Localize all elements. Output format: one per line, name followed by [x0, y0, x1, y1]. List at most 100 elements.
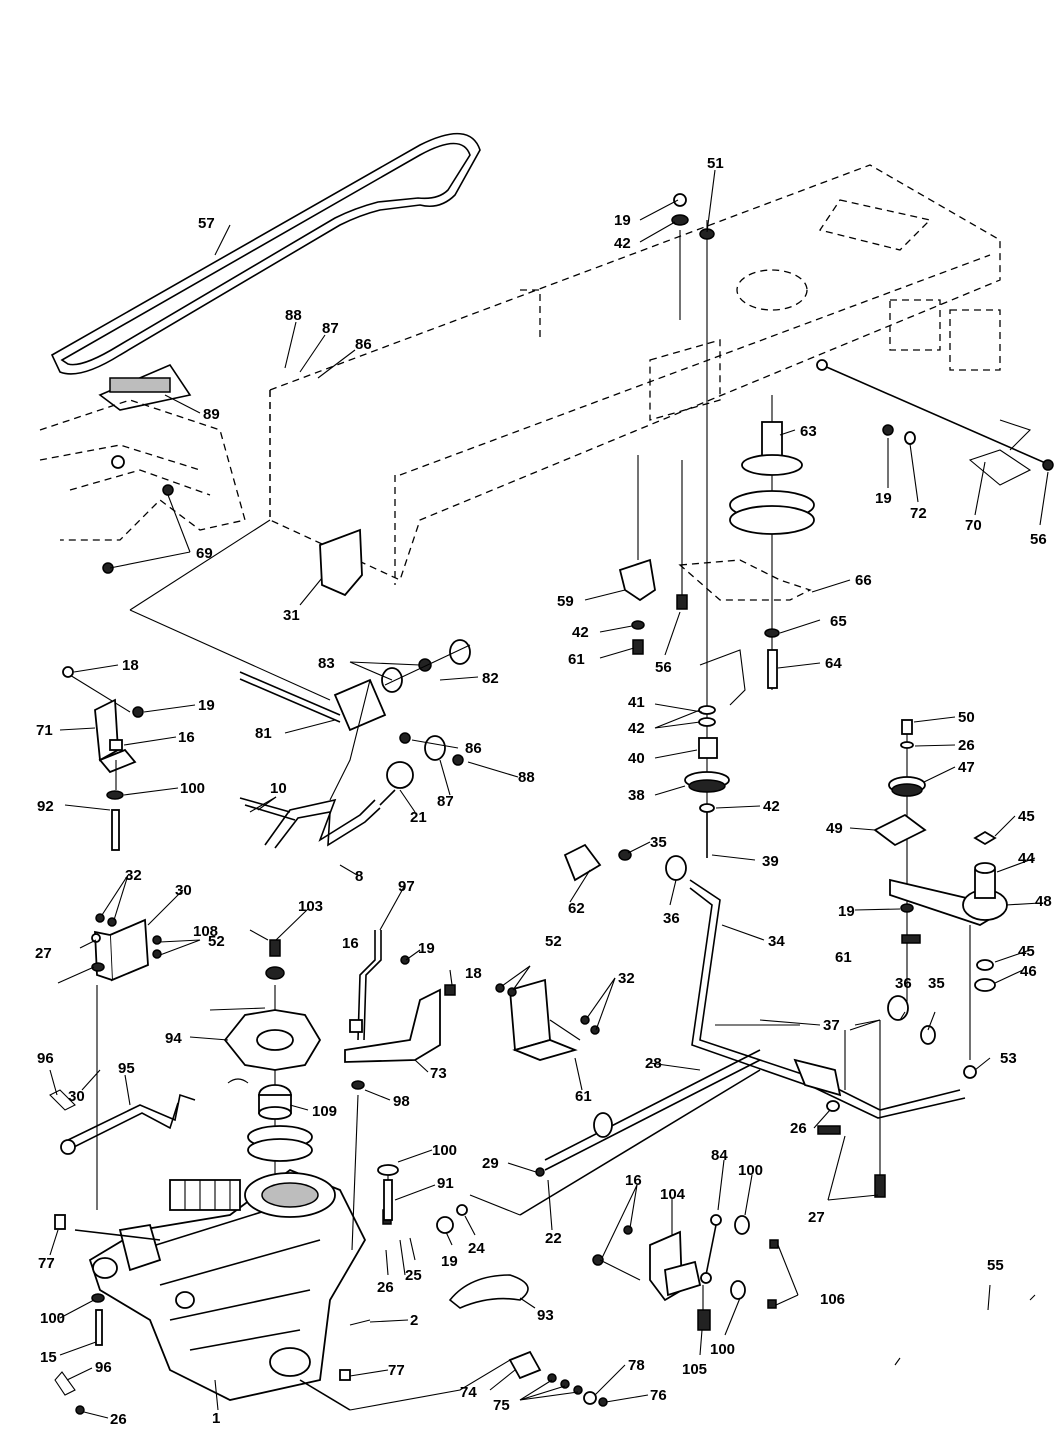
callout: 16: [625, 1172, 642, 1189]
callout: 36: [895, 975, 912, 992]
callout: 48: [1035, 893, 1052, 910]
bracket-30-left: [91, 913, 162, 1210]
callout: 86: [355, 336, 372, 353]
callout: 1: [212, 1410, 220, 1427]
callout: 39: [762, 853, 779, 870]
callout: 82: [482, 670, 499, 687]
callout: 81: [255, 725, 272, 742]
callout: 16: [178, 729, 195, 746]
callout: 56: [655, 659, 672, 676]
callout: 40: [628, 750, 645, 767]
bracket-59: [618, 455, 688, 655]
shield-31: [319, 528, 363, 597]
callout: 44: [1018, 850, 1035, 867]
callout: 88: [518, 769, 535, 786]
callout: 105: [682, 1361, 707, 1378]
callout: 35: [928, 975, 945, 992]
callout: 52: [208, 933, 225, 950]
callout: 78: [628, 1357, 645, 1374]
callout: 66: [855, 572, 872, 589]
callout: 106: [820, 1291, 845, 1308]
callout: 30: [68, 1088, 85, 1105]
callout: 65: [830, 613, 847, 630]
callout: 18: [122, 657, 139, 674]
callout: 42: [614, 235, 631, 252]
callout: 26: [958, 737, 975, 754]
callout: 100: [710, 1341, 735, 1358]
callout: 45: [1018, 943, 1035, 960]
callout: 29: [482, 1155, 499, 1172]
callout: 86: [465, 740, 482, 757]
drive-belt: [50, 132, 481, 375]
callout: 26: [790, 1120, 807, 1137]
callout: 55: [987, 1257, 1004, 1274]
callout: 47: [958, 759, 975, 776]
callout: 61: [568, 651, 585, 668]
callout: 19: [875, 490, 892, 507]
callout: 100: [180, 780, 205, 797]
callout: 75: [493, 1397, 510, 1414]
callout: 28: [645, 1055, 662, 1072]
idler-arm-48: [854, 719, 1008, 1079]
callout: 70: [965, 517, 982, 534]
small-hardware: [54, 1164, 468, 1415]
callout: 57: [198, 215, 215, 232]
rod-95: [49, 1089, 196, 1155]
transmission: [74, 1168, 367, 1411]
callout: 42: [763, 798, 780, 815]
leader-lines: [49, 169, 1049, 1419]
callout: 26: [110, 1411, 127, 1428]
callout: 71: [36, 722, 53, 739]
fan-pulley-assembly: [223, 939, 322, 1200]
callout: 95: [118, 1060, 135, 1077]
callout: 27: [35, 945, 52, 962]
callout: 51: [707, 155, 724, 172]
callout: 22: [545, 1230, 562, 1247]
rods-22-28: [469, 1049, 761, 1216]
callout: 42: [628, 720, 645, 737]
lift-lever-8: [239, 679, 414, 849]
callout: 42: [572, 624, 589, 641]
callout: 100: [432, 1142, 457, 1159]
callout: 26: [377, 1279, 394, 1296]
callout: 93: [537, 1307, 554, 1324]
callout: 56: [1030, 531, 1047, 548]
callout: 35: [650, 834, 667, 851]
callout: 24: [468, 1240, 485, 1257]
callout: 49: [826, 820, 843, 837]
callout: 94: [165, 1030, 182, 1047]
callout: 63: [800, 423, 817, 440]
callout: 92: [37, 798, 54, 815]
callout: 91: [437, 1175, 454, 1192]
callout: 21: [410, 809, 427, 826]
callout: 108: [193, 923, 218, 940]
callout: 100: [40, 1310, 65, 1327]
bracket-71: [62, 666, 144, 851]
callout: 25: [405, 1267, 422, 1284]
callout: 32: [618, 970, 635, 987]
callout: 84: [711, 1147, 728, 1164]
callout: 87: [322, 320, 339, 337]
callout: 61: [835, 949, 852, 966]
callout: 96: [37, 1050, 54, 1067]
callout: 100: [738, 1162, 763, 1179]
callout: 97: [398, 878, 415, 895]
callout: 18: [465, 965, 482, 982]
callout: 19: [198, 697, 215, 714]
bottom-hardware: [349, 1350, 608, 1411]
callout: 74: [460, 1384, 477, 1401]
callout: 72: [910, 505, 927, 522]
hose-93: [448, 1274, 529, 1309]
callout: 8: [355, 868, 363, 885]
callout: 76: [650, 1387, 667, 1404]
callout: 61: [575, 1088, 592, 1105]
callout: 30: [175, 882, 192, 899]
callout: 96: [95, 1359, 112, 1376]
callout: 88: [285, 307, 302, 324]
callout: 98: [393, 1093, 410, 1110]
lift-shaft-81: [239, 639, 471, 766]
callout: 36: [663, 910, 680, 927]
callout: 64: [825, 655, 842, 672]
callout: 87: [437, 793, 454, 810]
